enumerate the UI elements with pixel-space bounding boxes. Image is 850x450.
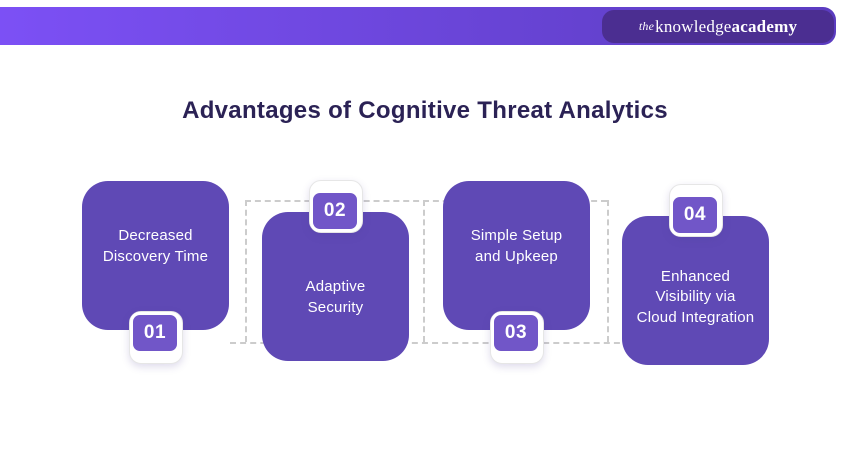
card-label: Decreased Discovery Time (102, 227, 209, 265)
badge-number: 02 (310, 190, 360, 232)
logo-word-knowledge: knowledge (655, 16, 732, 36)
card-label: Enhanced Visibility via Cloud Integratio… (636, 268, 755, 326)
page-title: Advantages of Cognitive Threat Analytics (182, 97, 668, 124)
card-number-badge: 04 (669, 184, 723, 237)
card-label: Simple Setup and Upkeep (470, 227, 563, 265)
advantage-card: Decreased Discovery Time 01 (82, 181, 229, 364)
badge-number: 01 (130, 312, 180, 354)
connector-line-bottom (230, 342, 630, 344)
connector-line-vertical-3 (607, 200, 609, 342)
connector-line-vertical-2 (423, 200, 425, 342)
logo-word-the: the (638, 19, 655, 33)
badge-number: 04 (670, 194, 720, 236)
card-label: Adaptive Security (305, 278, 366, 316)
advantage-card: Simple Setup and Upkeep 03 (443, 181, 590, 364)
connector-line-vertical-1 (245, 200, 247, 342)
badge-number: 03 (491, 312, 541, 354)
card-number-badge: 03 (490, 311, 544, 364)
advantage-card: Enhanced Visibility via Cloud Integratio… (622, 184, 769, 365)
connector-line-top (245, 200, 607, 202)
card-number-badge: 02 (309, 180, 363, 233)
advantage-card: Adaptive Security 02 (262, 180, 409, 361)
card-number-badge: 01 (129, 311, 183, 364)
logo-word-academy: academy (731, 16, 798, 36)
